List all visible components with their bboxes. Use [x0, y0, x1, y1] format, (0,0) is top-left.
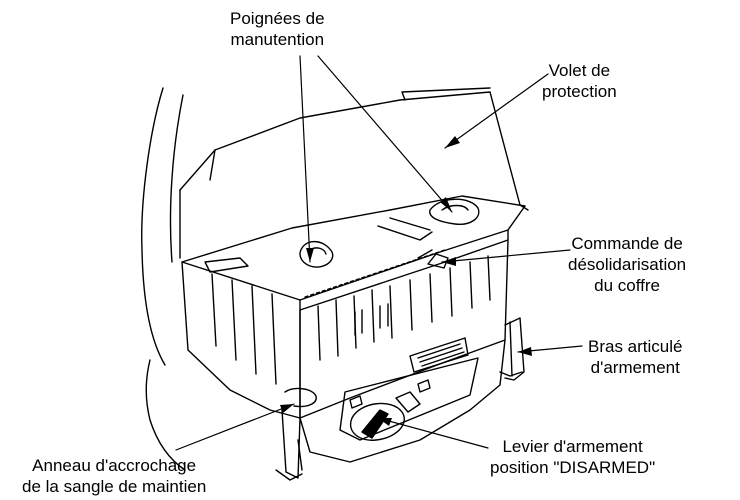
- strap-ring: [275, 387, 317, 481]
- arming-arm: [499, 317, 525, 381]
- label-anneau-line2: de la sangle de maintien: [22, 477, 207, 496]
- label-poignees-line1: Poignées de: [230, 9, 325, 28]
- arming-lever: [349, 391, 421, 441]
- handle-left: [299, 241, 334, 268]
- fuselage-outline: [141, 87, 186, 471]
- container-top: [181, 195, 526, 311]
- label-bras-line2: d'armement: [590, 358, 680, 377]
- label-commande: Commande de désolidarisation du coffre: [568, 233, 686, 296]
- leader-poignees-right: [317, 55, 453, 213]
- leader-anneau: [175, 403, 295, 451]
- leader-volet: [444, 73, 549, 149]
- release-control: [204, 249, 449, 273]
- container-front: [181, 239, 509, 419]
- leader-commande: [441, 249, 571, 263]
- control-panel: [299, 337, 506, 463]
- label-levier-line1: Levier d'armement: [502, 437, 643, 456]
- label-levier-line2: position "DISARMED": [490, 458, 656, 477]
- label-volet-line2: protection: [542, 82, 617, 101]
- label-anneau: Anneau d'accrochage de la sangle de main…: [22, 455, 206, 497]
- label-commande-line2: désolidarisation: [568, 255, 687, 274]
- protective-flap-drawing: [179, 87, 529, 259]
- label-commande-line1: Commande de: [571, 234, 683, 253]
- label-bras-line1: Bras articulé: [588, 337, 683, 356]
- label-volet: Volet de protection: [542, 60, 617, 102]
- leader-levier: [377, 417, 489, 449]
- label-commande-line3: du coffre: [594, 276, 660, 295]
- leader-lines: [175, 55, 583, 451]
- handle-right: [429, 198, 480, 225]
- label-levier: Levier d'armement position "DISARMED": [490, 436, 655, 478]
- label-poignees-line2: manutention: [230, 30, 325, 49]
- label-volet-line1: Volet de: [548, 61, 611, 80]
- label-poignees: Poignées de manutention: [230, 8, 325, 50]
- leader-poignees-left: [299, 55, 311, 263]
- label-bras: Bras articulé d'armement: [588, 336, 682, 378]
- label-anneau-line1: Anneau d'accrochage: [32, 456, 197, 475]
